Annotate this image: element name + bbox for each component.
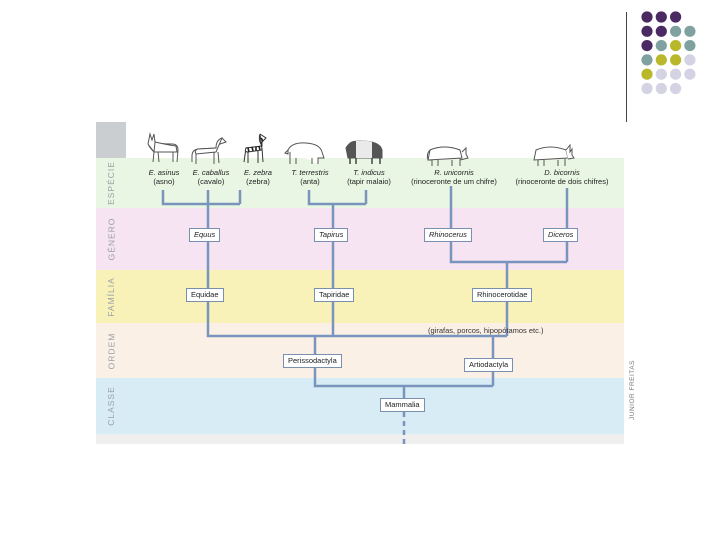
species-name: E. zebra — [244, 168, 272, 177]
decor-dot — [641, 68, 653, 80]
species-label-caballus: E. caballus(cavalo) — [186, 168, 236, 186]
photo-credit: JUNIOR FREITAS — [629, 360, 636, 420]
decor-dot — [641, 40, 653, 52]
species-label-zebra: E. zebra(zebra) — [238, 168, 278, 186]
species-label-terrestris: T. terrestris(anta) — [284, 168, 336, 186]
donkey-icon — [147, 132, 179, 163]
family-node-tapiridae: Tapiridae — [314, 288, 355, 302]
figure-photo-border — [96, 122, 126, 158]
decor-dot — [670, 25, 682, 37]
species-common-name: (rinoceronte de um chifre) — [411, 177, 497, 186]
decor-dot — [670, 11, 682, 23]
genus-node-tapirus: Tapirus — [314, 228, 349, 242]
family-node-rhinocerotidae: Rhinocerotidae — [472, 288, 533, 302]
species-name: T. terrestris — [291, 168, 329, 177]
two-horned-rhino-icon — [533, 143, 575, 166]
family-node-equidae: Equidae — [186, 288, 224, 302]
genus-node-equus: Equus — [189, 228, 221, 242]
tapir-icon — [284, 142, 325, 164]
decor-dot — [684, 54, 696, 66]
zebra-icon — [243, 133, 267, 163]
band-genero — [96, 208, 624, 270]
decor-dot — [641, 54, 653, 66]
decor-dot — [641, 25, 653, 37]
decor-dot — [684, 40, 696, 52]
horse-icon — [191, 137, 227, 164]
decor-dot — [655, 11, 667, 23]
species-common-name: (zebra) — [246, 177, 270, 186]
decor-dot — [641, 11, 653, 23]
species-label-unicornis: R. unicornis(rinoceronte de um chifre) — [402, 168, 506, 186]
species-common-name: (anta) — [300, 177, 320, 186]
genus-node-diceros: Diceros — [543, 228, 579, 242]
order-node-artiodactyla: Artiodactyla — [464, 358, 514, 372]
decor-dot — [655, 25, 667, 37]
band-ordem — [96, 323, 624, 378]
genus-node-rhinocerus: Rhinocerus — [424, 228, 472, 242]
decor-dot — [684, 68, 696, 80]
species-label-bicornis: D. bicornis(rinoceronte de dois chifres) — [508, 168, 616, 186]
species-common-name: (tapir malaio) — [347, 177, 391, 186]
one-horned-rhino-icon — [426, 146, 469, 166]
species-name: T. indicus — [353, 168, 385, 177]
species-name: E. asinus — [148, 168, 180, 177]
decor-dot — [655, 82, 667, 95]
decor-dot — [655, 54, 667, 66]
decor-dot — [670, 68, 682, 80]
slide-vertical-rule — [626, 12, 627, 122]
decor-dot — [670, 82, 682, 95]
order-note: (girafas, porcos, hipopótamos etc.) — [428, 326, 544, 335]
band-classe — [96, 378, 624, 434]
species-common-name: (cavalo) — [197, 177, 225, 186]
band-especie — [96, 158, 624, 208]
species-common-name: (asno) — [153, 177, 175, 186]
species-name: R. unicornis — [434, 168, 474, 177]
band-caption — [96, 434, 624, 444]
decor-dot — [655, 68, 667, 80]
decor-dot — [670, 54, 682, 66]
band-familia — [96, 270, 624, 323]
species-label-asinus: E. asinus(asno) — [140, 168, 188, 186]
decor-dot — [670, 40, 682, 52]
species-name: D. bicornis — [544, 168, 580, 177]
decor-dot — [684, 25, 696, 37]
decor-dot — [641, 82, 653, 95]
species-label-indicus: T. indicus(tapir malaio) — [340, 168, 398, 186]
species-name: E. caballus — [192, 168, 230, 177]
species-common-name: (rinoceronte de dois chifres) — [515, 177, 609, 186]
decor-dot — [655, 40, 667, 52]
malayan-tapir-icon — [345, 140, 383, 164]
class-node-mammalia: Mammalia — [380, 398, 425, 412]
order-node-perissodactyla: Perissodactyla — [283, 354, 342, 368]
